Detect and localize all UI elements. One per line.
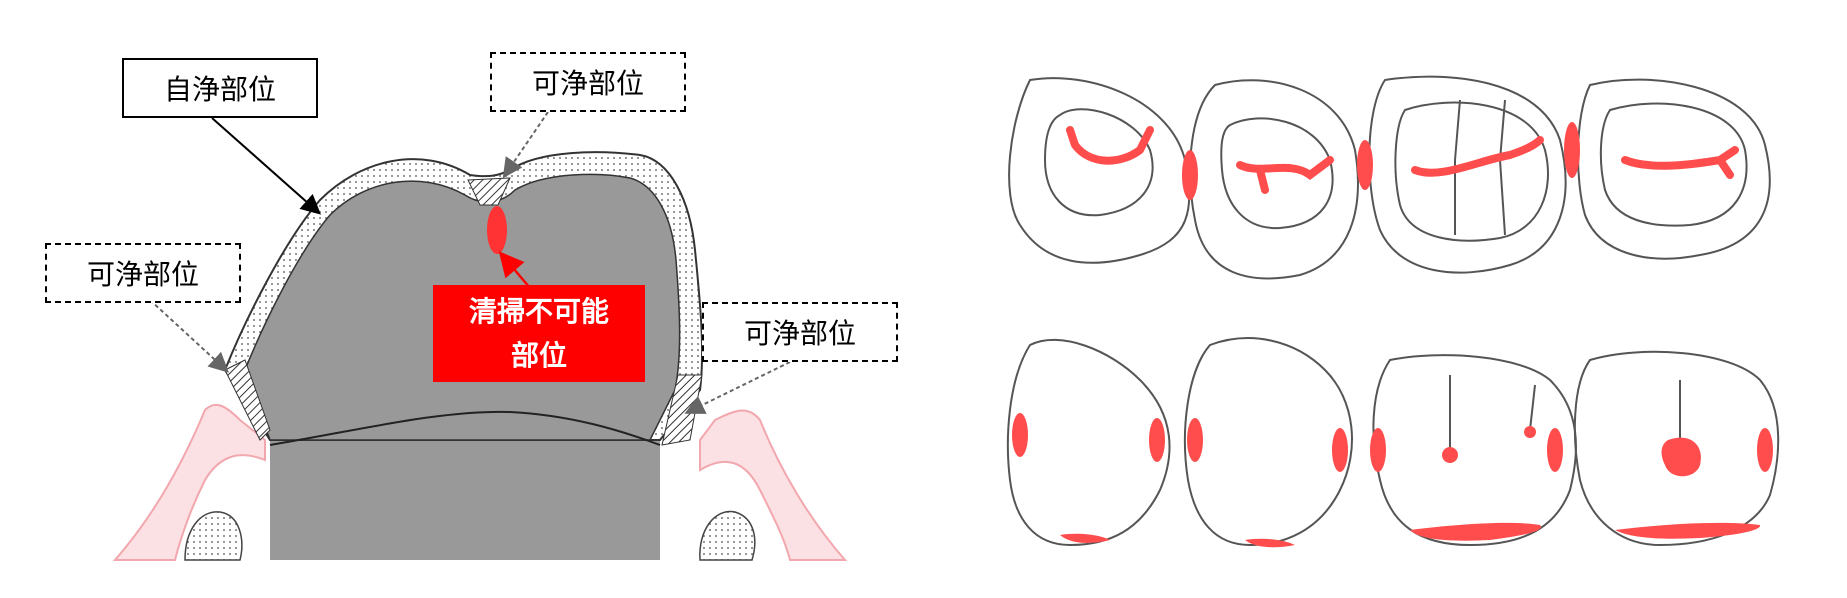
label-uncleanable-line1: 清掃不可能 xyxy=(468,294,609,328)
occlusal-tooth-3 xyxy=(1368,75,1567,274)
occlusal-view xyxy=(1008,75,1771,280)
tooth-root xyxy=(270,440,660,560)
buccal-tooth-1 xyxy=(1006,338,1171,547)
buccal-view xyxy=(1006,337,1780,547)
label-uncleanable: 清掃不可能 部位 xyxy=(433,285,645,382)
arrow-uncleanable xyxy=(498,251,531,289)
label-cleanable-top: 可浄部位 xyxy=(490,52,686,112)
arrow-cleanable-left xyxy=(149,299,229,373)
occlusal-tooth-4 xyxy=(1577,78,1771,260)
fissure-highlight xyxy=(487,206,507,254)
gum-left xyxy=(112,403,266,561)
occlusal-contact-highlights xyxy=(1182,122,1580,200)
hatch-left-cervical xyxy=(224,359,271,441)
buccal-tooth-3 xyxy=(1372,354,1577,547)
arrow-self-cleaning xyxy=(211,117,321,215)
occlusal-highlights xyxy=(1066,126,1739,194)
gum-right xyxy=(699,409,848,561)
hatch-right-cervical xyxy=(661,374,703,446)
occlusal-tooth-1 xyxy=(1008,77,1191,264)
hatch-top-fissure xyxy=(467,177,511,206)
label-uncleanable-line2: 部位 xyxy=(510,338,567,372)
buccal-highlights xyxy=(1012,413,1773,548)
label-cleanable-left: 可浄部位 xyxy=(45,243,241,303)
bone-left xyxy=(184,511,243,561)
buccal-tooth-2 xyxy=(1183,337,1353,547)
bone-right xyxy=(699,510,756,561)
arrow-cleanable-top xyxy=(502,111,549,179)
label-self-cleaning: 自浄部位 xyxy=(122,58,318,118)
arrow-cleanable-right xyxy=(684,361,791,414)
cervical-line xyxy=(269,410,661,446)
label-cleanable-right: 可浄部位 xyxy=(702,302,898,362)
